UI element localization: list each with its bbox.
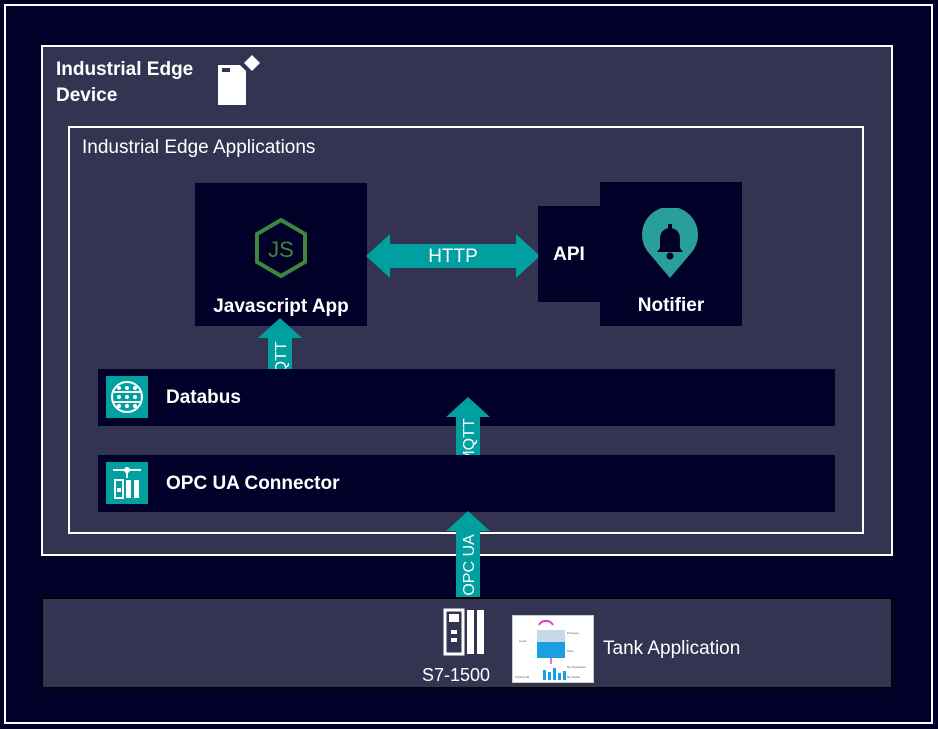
device-title: Industrial Edge Device — [56, 59, 194, 106]
tank-application-label: Tank Application — [603, 638, 741, 659]
opc-ua-connector-label: OPC UA Connector — [166, 473, 340, 494]
tank-application-thumbnail: Level Pressure Tank No Production No Fau… — [512, 615, 594, 683]
svg-text:No Production: No Production — [567, 665, 586, 669]
svg-text:Pressure: Pressure — [567, 631, 579, 635]
outer-frame — [4, 4, 933, 724]
nodejs-icon: JS — [255, 218, 307, 278]
mqtt-to-databus-arrow: MQTT — [446, 397, 490, 468]
applications-title: Industrial Edge Applications — [82, 137, 316, 158]
svg-text:Tank: Tank — [567, 649, 574, 653]
databus-icon — [106, 376, 148, 418]
opc-ua-arrow-label: OPC UA — [461, 534, 478, 596]
mqtt-to-databus-label: MQTT — [461, 418, 478, 464]
s7-1500-plc-icon — [443, 608, 484, 656]
edge-device-icon — [218, 55, 260, 105]
http-label: HTTP — [428, 246, 478, 267]
opc-ua-connector-bar — [98, 455, 835, 512]
tank-hmi-graphic: Level Pressure Tank No Production No Fau… — [515, 619, 586, 680]
api-box — [538, 206, 600, 302]
svg-text:Level: Level — [519, 639, 527, 643]
svg-text:No Faults: No Faults — [567, 675, 580, 679]
opc-ua-connector-icon — [106, 462, 148, 504]
s7-1500-label: S7-1500 — [422, 665, 491, 685]
http-arrow: HTTP — [366, 234, 540, 278]
javascript-app-label: Javascript App — [213, 296, 349, 317]
nodejs-logo-text: JS — [268, 237, 294, 262]
javascript-app-box — [195, 183, 367, 326]
api-label: API — [553, 244, 585, 265]
svg-text:Product ID: Product ID — [515, 675, 530, 679]
notifier-label: Notifier — [637, 295, 705, 316]
opc-ua-arrow: OPC UA — [446, 511, 490, 597]
notifier-bell-icon — [642, 208, 698, 278]
databus-label: Databus — [166, 387, 241, 408]
